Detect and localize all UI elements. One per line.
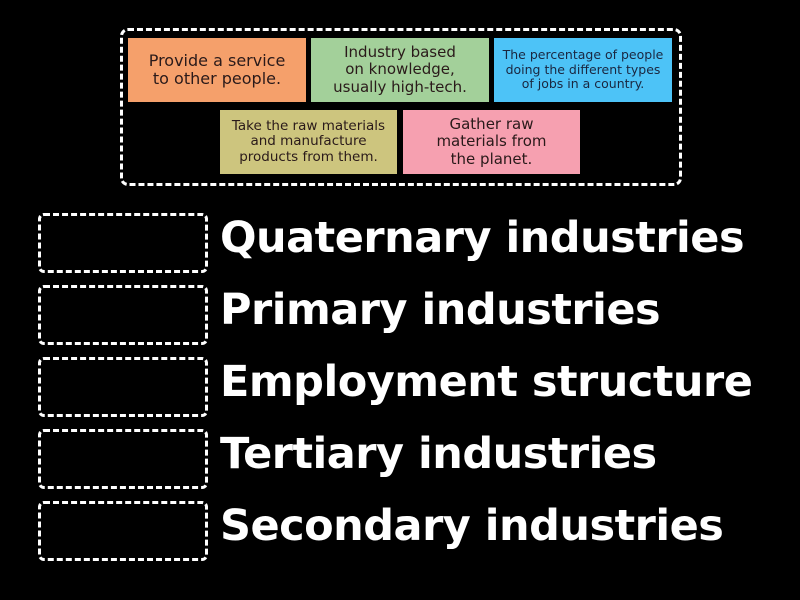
target-label-employment: Employment structure [220, 357, 753, 407]
drop-zone-secondary[interactable] [38, 501, 208, 561]
card-text-line: and manufacture [250, 133, 367, 150]
card-text-line: of jobs in a country. [521, 76, 645, 92]
card-text-line: to other people. [152, 69, 282, 88]
drop-zone-quaternary[interactable] [38, 213, 208, 273]
card-text-line: products from them. [239, 148, 378, 165]
drop-zone-tertiary[interactable] [38, 429, 208, 489]
card-text-line: doing the different types [505, 61, 661, 77]
card-text-line: materials from [436, 132, 547, 151]
card-tray [120, 28, 682, 186]
card-text-line: Gather raw [449, 115, 534, 134]
card-text-line: the planet. [450, 149, 533, 168]
target-label-primary: Primary industries [220, 285, 661, 335]
target-label-tertiary: Tertiary industries [220, 429, 657, 479]
target-label-quaternary: Quaternary industries [220, 213, 745, 263]
card-provide-service[interactable]: Provide a service to other people. [128, 38, 306, 102]
drop-zone-employment[interactable] [38, 357, 208, 417]
target-label-secondary: Secondary industries [220, 501, 724, 551]
card-text-line: on knowledge, [345, 60, 455, 79]
card-text-line: usually high-tech. [333, 77, 467, 96]
card-text-line: Industry based [344, 43, 456, 62]
card-text-line: The percentage of people [502, 47, 664, 63]
card-industry-knowledge[interactable]: Industry based on knowledge, usually hig… [311, 38, 489, 102]
card-gather-raw-materials[interactable]: Gather raw materials from the planet. [403, 110, 580, 174]
card-take-raw-materials[interactable]: Take the raw materials and manufacture p… [220, 110, 397, 174]
card-text-line: Provide a service [148, 50, 286, 70]
drop-zone-primary[interactable] [38, 285, 208, 345]
card-percentage-people[interactable]: The percentage of people doing the diffe… [494, 38, 672, 102]
card-text-line: Take the raw materials [231, 117, 386, 134]
